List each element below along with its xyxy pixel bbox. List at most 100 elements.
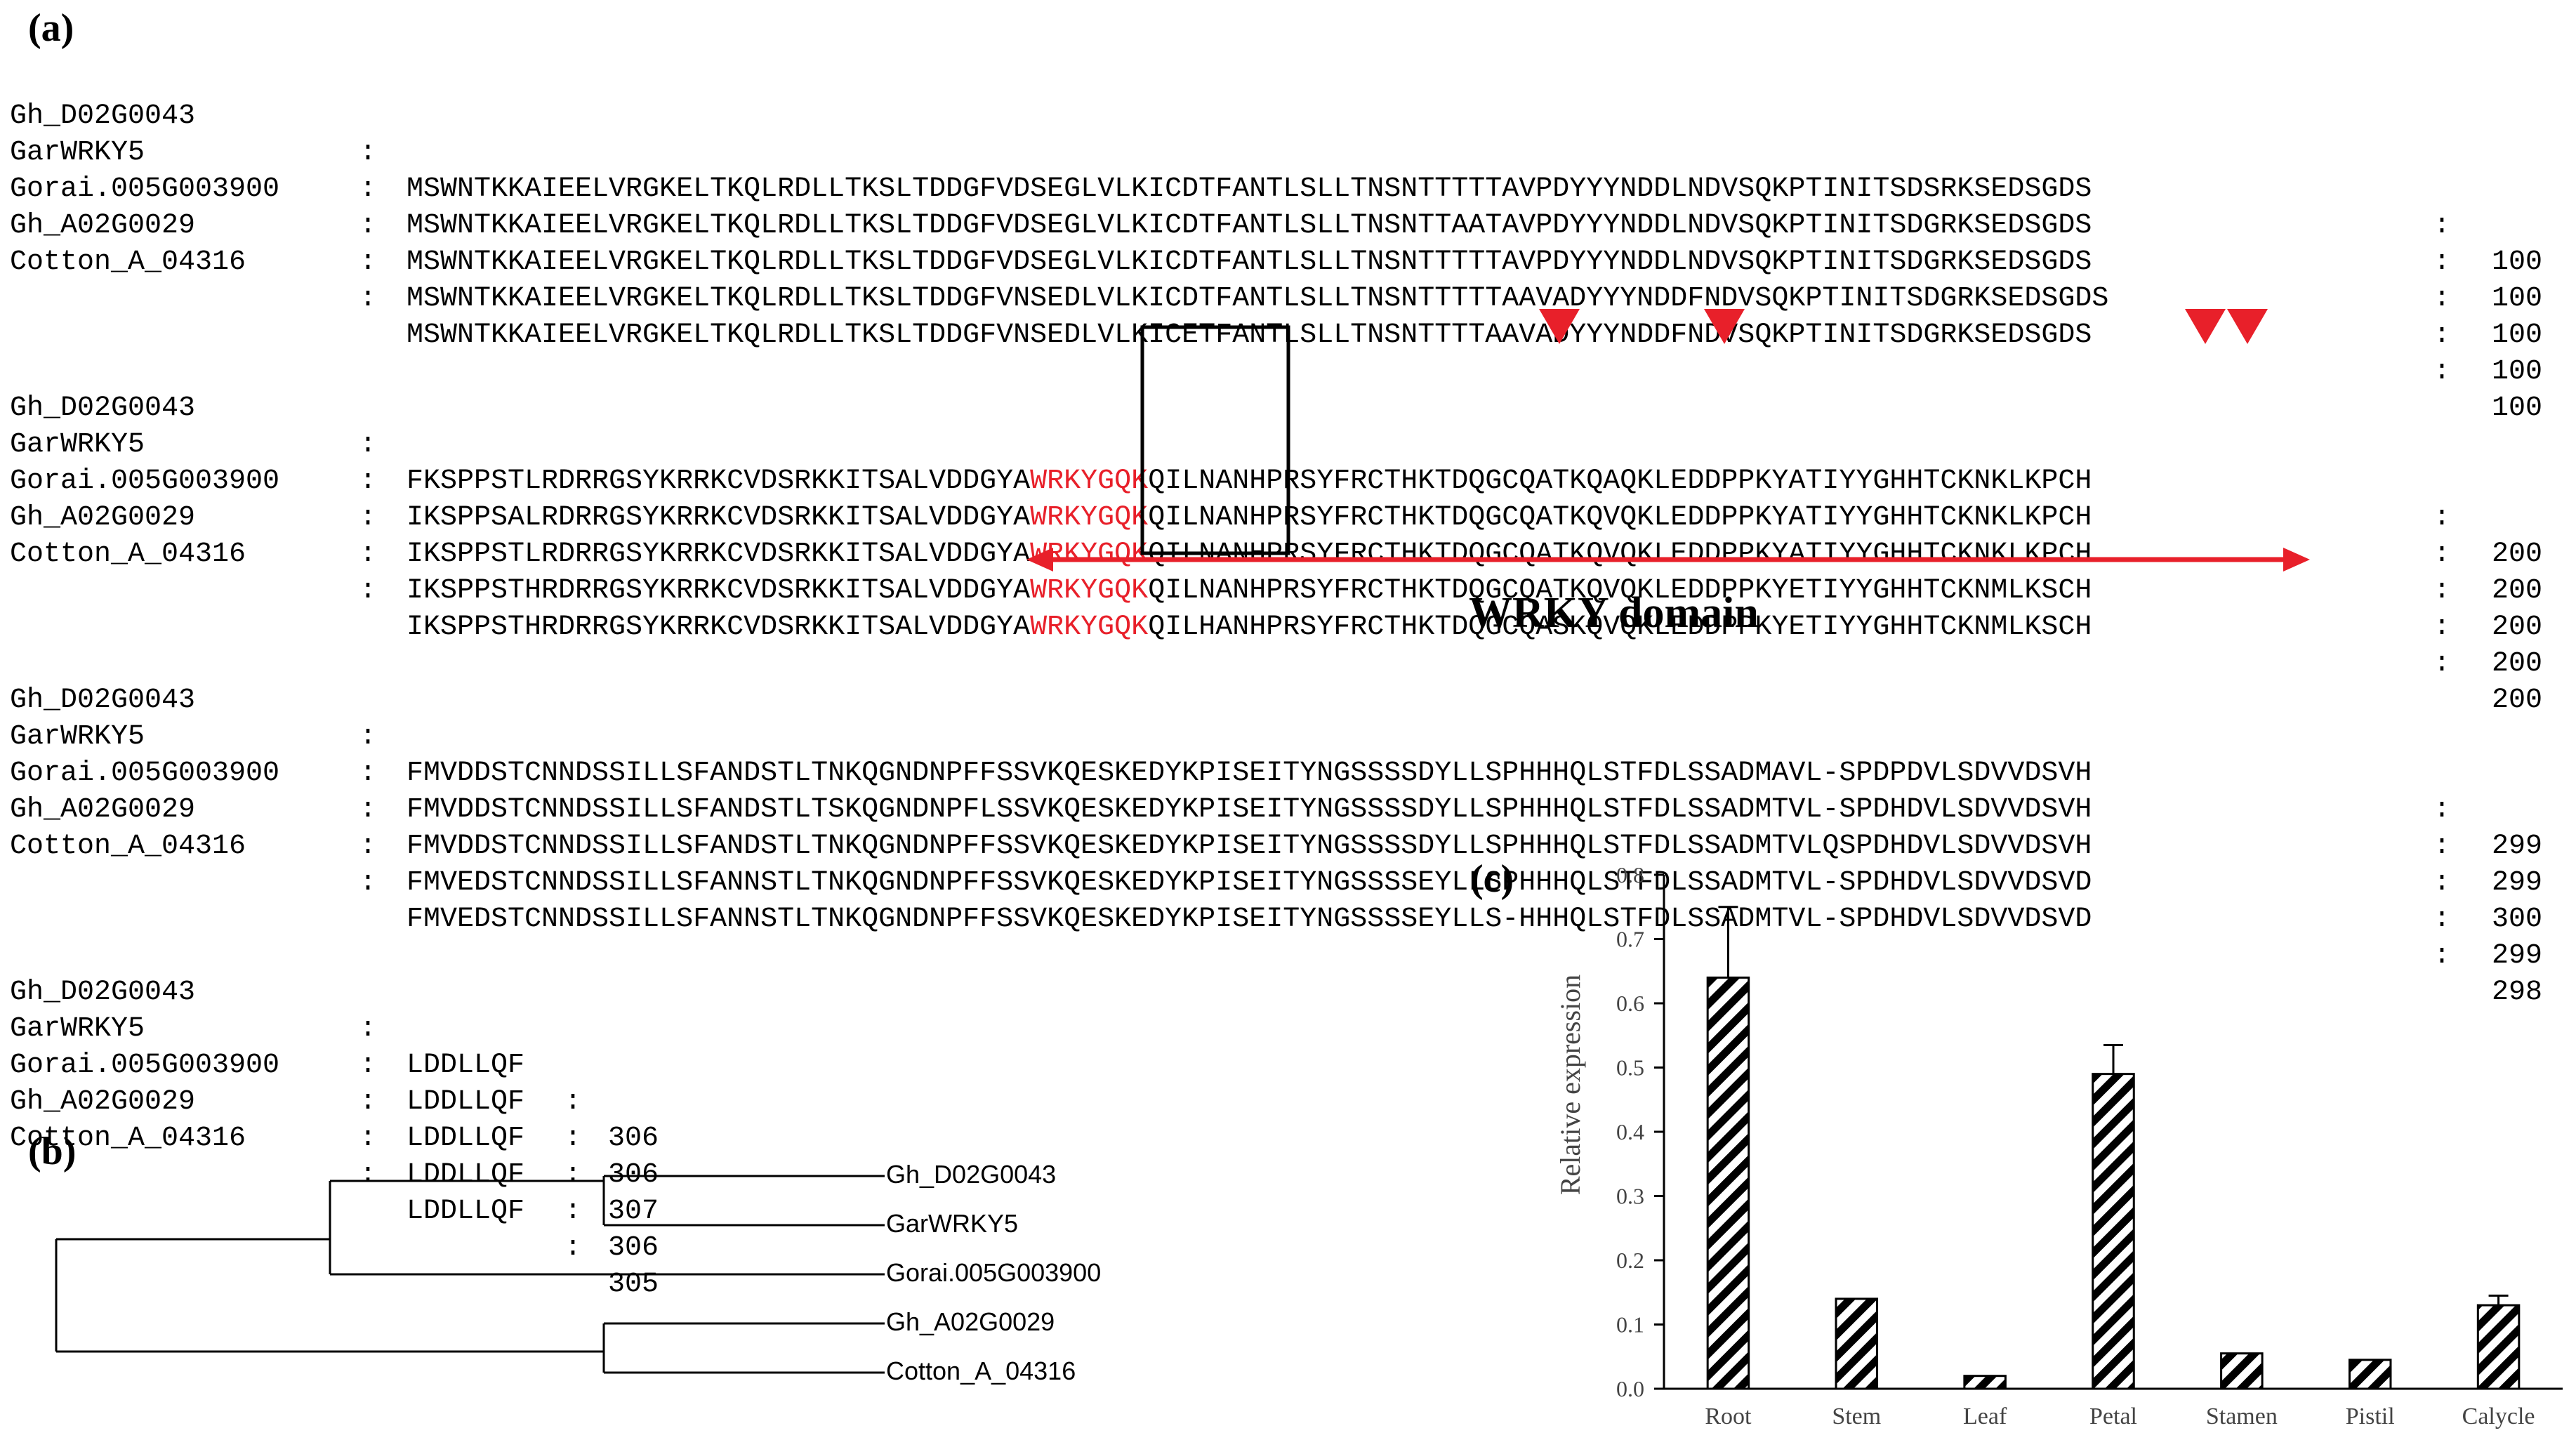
wrkygqk-motif: WRKYGQK [1030, 575, 1149, 607]
expression-bar-chart: Relative expression 0.00.10.20.30.40.50.… [1554, 862, 2563, 1429]
residue-count: 200 [2492, 612, 2543, 643]
separator: : [2433, 575, 2451, 607]
sequence-name: GarWRKY5 [10, 137, 145, 169]
panel-label-a: (a) [28, 6, 74, 50]
residue-count: 200 [2492, 685, 2543, 716]
tree-leaf-label: Gh_D02G0043 [886, 1160, 1057, 1189]
alignment-row: Gorai.005G003900 : IKSPPSTLRDRRGSYKRRKCV… [10, 427, 2542, 643]
separator: : [564, 1086, 582, 1118]
sequence-residues: FKSPPSTLRDRRGSYKRRKCVDSRKKITSALVDDGYAWRK… [407, 465, 2092, 497]
residue-count: 299 [2492, 831, 2543, 862]
y-tick-label: 0.8 [1616, 862, 1644, 887]
sequence-name: Gh_A02G0029 [10, 210, 196, 242]
sequence-name: Gorai.005G003900 [10, 465, 280, 497]
wrkygqk-motif: WRKYGQK [1030, 502, 1149, 534]
separator: : [359, 1159, 377, 1191]
separator: : [2433, 539, 2451, 570]
zinc-finger-triangle [1539, 309, 1580, 344]
x-tick-label: Root [1705, 1403, 1752, 1429]
separator: : [359, 1050, 377, 1081]
alignment-block-1: Gh_D02G0043 : MSWNTKKAIEELVRGKELTKQLRDLL… [0, 0, 2576, 424]
separator: : [564, 1159, 582, 1191]
sequence-residues: FMVDDSTCNNDSSILLSFANDSTLTNKQGNDNPFFSSVKQ… [407, 758, 2092, 789]
bar-pistil [2348, 1359, 2392, 1390]
separator: : [2433, 648, 2451, 680]
wrky-domain-arrow-left-head [1026, 548, 1053, 572]
residue-count: 100 [2492, 356, 2543, 388]
separator: : [359, 794, 377, 826]
separator: : [359, 465, 377, 497]
sequence-residues: IKSPPSTLRDRRGSYKRRKCVDSRKKITSALVDDGYAWRK… [407, 539, 2092, 570]
sequence-name: Cotton_A_04316 [10, 1123, 246, 1154]
separator: : [359, 173, 377, 205]
alignment-row: GarWRKY5 : LDDLLQF : 306 [10, 975, 659, 1191]
separator: : [2433, 867, 2451, 899]
x-tick-label: Leaf [1963, 1403, 2007, 1429]
sequence-name: Gorai.005G003900 [10, 1050, 280, 1081]
separator: : [2433, 356, 2451, 388]
separator: : [359, 137, 377, 169]
separator: : [2433, 246, 2451, 278]
sequence-residues: LDDLLQF [407, 1086, 525, 1118]
sequence-residues: LDDLLQF [407, 1050, 525, 1081]
residue-count: 298 [2492, 977, 2543, 1008]
alignment-row: GarWRKY5 : FMVDDSTCNNDSSILLSFANDSTLTSKQG… [10, 682, 2542, 899]
separator: : [359, 1086, 377, 1118]
sequence-residues: FMVDDSTCNNDSSILLSFANDSTLTSKQGNDNPFLSSVKQ… [407, 794, 2092, 826]
tree-leaf-label: Cotton_A_04316 [886, 1356, 1076, 1385]
alignment-row: Gh_A02G0029 : IKSPPSTHRDRRGSYKRRKCVDSRKK… [10, 463, 2542, 680]
sequence-name: Cotton_A_04316 [10, 831, 246, 862]
separator: : [2433, 502, 2451, 534]
sequence-residues: MSWNTKKAIEELVRGKELTKQLRDLLTKSLTDDGFVNSED… [407, 283, 2109, 315]
bar-petal [2092, 1073, 2135, 1390]
zinc-finger-triangle [2185, 309, 2226, 344]
x-tick-label: Calycle [2462, 1403, 2535, 1429]
x-tick-label: Stem [1832, 1403, 1881, 1429]
separator: : [2433, 283, 2451, 315]
sequence-residues: IKSPPSTHRDRRGSYKRRKCVDSRKKITSALVDDGYAWRK… [407, 612, 2092, 643]
sequence-residues: MSWNTKKAIEELVRGKELTKQLRDLLTKSLTDDGFVDSEG… [407, 246, 2092, 278]
separator: : [359, 502, 377, 534]
sequence-residues: LDDLLQF [407, 1123, 525, 1154]
sequence-name: Gh_D02G0043 [10, 977, 196, 1008]
sequence-name: Gh_D02G0043 [10, 100, 196, 132]
residue-count: 306 [608, 1232, 659, 1264]
sequence-name: Gh_A02G0029 [10, 502, 196, 534]
residue-count: 100 [2492, 246, 2543, 278]
separator: : [359, 539, 377, 570]
sequence-name: GarWRKY5 [10, 1013, 145, 1045]
zinc-finger-triangle [2227, 309, 2268, 344]
alignment-row: Gorai.005G003900 : FMVDDSTCNNDSSILLSFAND… [10, 719, 2542, 935]
sequence-residues: MSWNTKKAIEELVRGKELTKQLRDLLTKSLTDDGFVDSEG… [407, 173, 2092, 205]
alignment-row: Gh_D02G0043 : FKSPPSTLRDRRGSYKRRKCVDSRKK… [10, 354, 2542, 570]
sequence-name: Gh_A02G0029 [10, 1086, 196, 1118]
y-tick-label: 0.5 [1616, 1055, 1644, 1081]
separator: : [359, 1013, 377, 1045]
wrkygqk-motif: WRKYGQK [1030, 465, 1149, 497]
alignment-row: Gh_A02G0029 : MSWNTKKAIEELVRGKELTKQLRDLL… [10, 171, 2542, 388]
separator: : [359, 1123, 377, 1154]
separator: : [564, 1196, 582, 1227]
y-tick-label: 0.1 [1616, 1312, 1644, 1337]
bar-stem [1835, 1297, 1879, 1390]
sequence-residues: LDDLLQF [407, 1159, 525, 1191]
alignment-block-3: Gh_D02G0043 : FMVDDSTCNNDSSILLSFANDSTLTN… [0, 438, 2576, 1008]
alignment-row: Cotton_A_04316 : FMVEDSTCNNDSSILLSFANNST… [10, 792, 2542, 1008]
alignment-row: Gh_D02G0043 : MSWNTKKAIEELVRGKELTKQLRDLL… [10, 62, 2542, 278]
alignment-row: Gh_D02G0043 : FMVDDSTCNNDSSILLSFANDSTLTN… [10, 646, 2542, 862]
tree-leaf-label: GarWRKY5 [886, 1209, 1019, 1238]
alignment-row: Cotton_A_04316 : LDDLLQF : 305 [10, 1084, 659, 1300]
residue-count: 100 [2492, 319, 2543, 351]
sequence-residues: FMVEDSTCNNDSSILLSFANNSTLTNKQGNDNPFFSSVKQ… [407, 904, 2092, 935]
alignment-row: Gorai.005G003900 : MSWNTKKAIEELVRGKELTKQ… [10, 135, 2542, 351]
residue-count: 100 [2492, 283, 2543, 315]
alignment-block-2: Gh_D02G0043 : FKSPPSTLRDRRGSYKRRKCVDSRKK… [0, 219, 2576, 716]
bar-root [1706, 976, 1750, 1390]
sequence-residues: MSWNTKKAIEELVRGKELTKQLRDLLTKSLTDDGFVNSED… [407, 319, 2092, 351]
separator: : [2433, 940, 2451, 972]
alignment-row: GarWRKY5 : MSWNTKKAIEELVRGKELTKQLRDLLTKS… [10, 98, 2542, 315]
zinc-finger-triangle [1704, 309, 1745, 344]
bar-leaf [1963, 1375, 2007, 1390]
sequence-name: Gh_D02G0043 [10, 392, 196, 424]
